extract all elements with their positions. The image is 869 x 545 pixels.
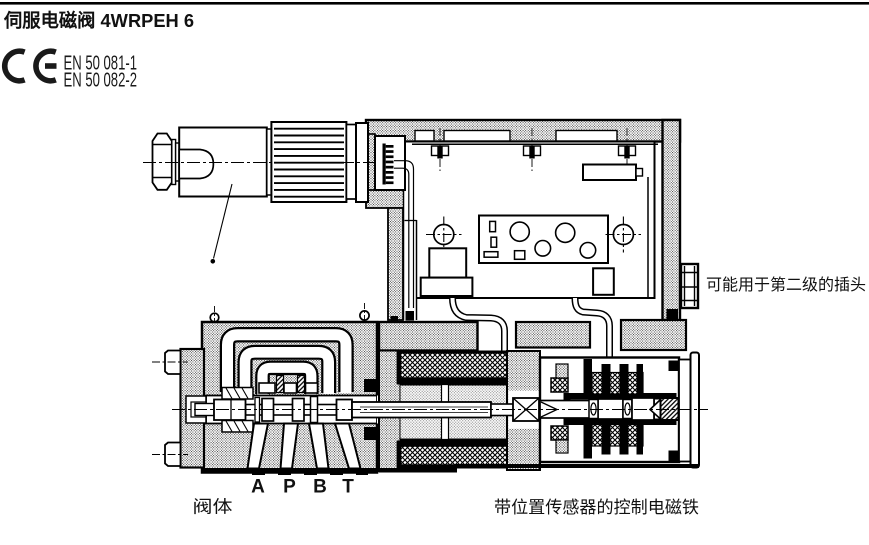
svg-text:EN 50 081-1: EN 50 081-1 <box>64 53 138 75</box>
svg-text:EN 50 082-2: EN 50 082-2 <box>64 70 138 92</box>
svg-text:可能用于第二级的插头: 可能用于第二级的插头 <box>706 276 866 294</box>
svg-text:P: P <box>283 477 296 498</box>
svg-text:带位置传感器的控制电磁铁: 带位置传感器的控制电磁铁 <box>494 498 699 517</box>
svg-text:B: B <box>313 477 327 498</box>
svg-text:伺服电磁阀 4WRPEH 6: 伺服电磁阀 4WRPEH 6 <box>3 10 194 31</box>
svg-text:T: T <box>342 477 354 498</box>
svg-text:阀体: 阀体 <box>193 498 233 517</box>
svg-text:A: A <box>251 477 265 498</box>
